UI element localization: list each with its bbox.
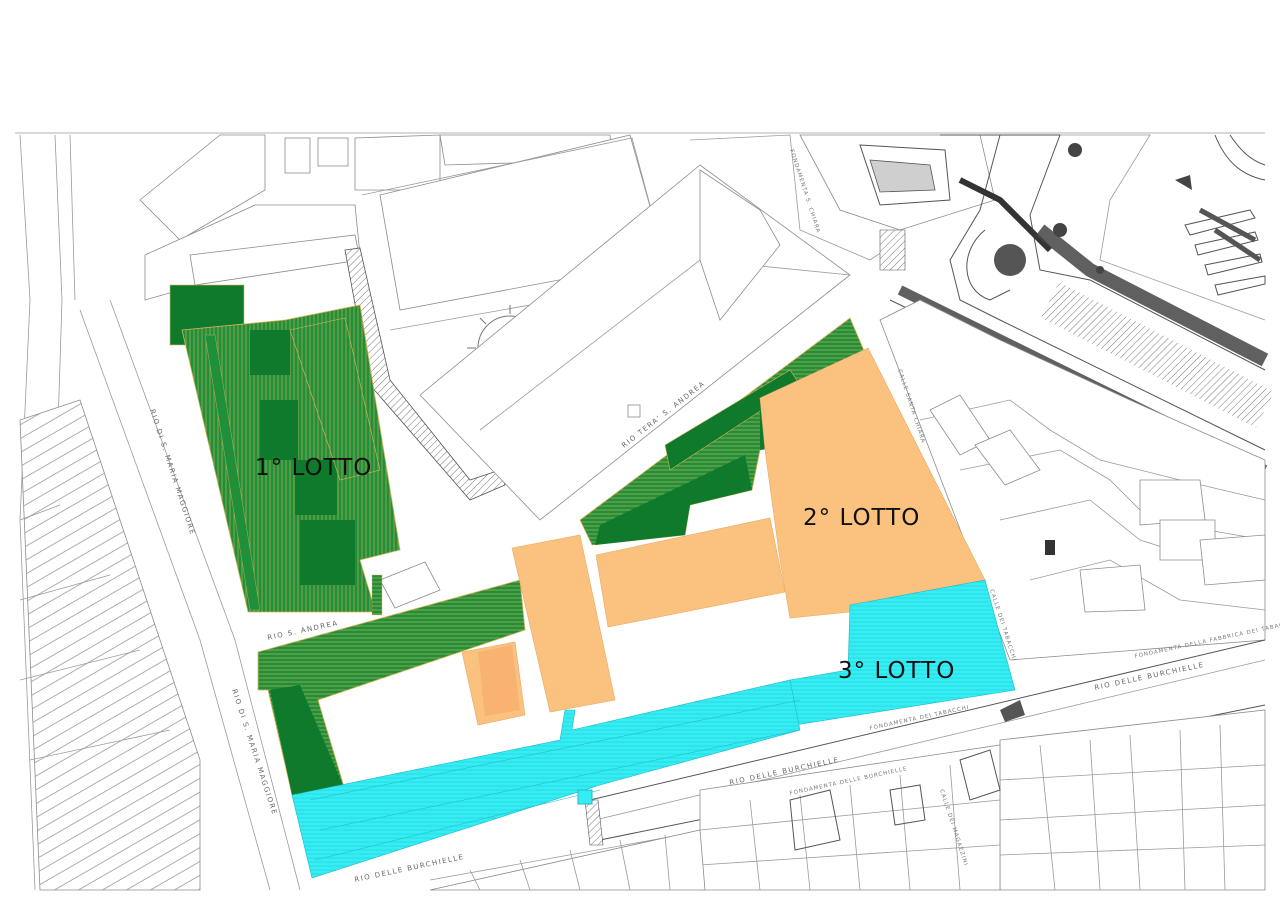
lotto-2-label: 2° LOTTO <box>803 505 920 531</box>
street-label-rio-santa-maria-maggiore-south: RIO DI S. MARIA MAGGIORE <box>230 688 279 816</box>
lotto-2-area <box>461 347 986 726</box>
bus-bays <box>1184 207 1266 296</box>
lotto-3-label: 3° LOTTO <box>838 658 955 684</box>
lotto-1-area <box>169 284 526 796</box>
background-linework <box>15 132 1275 891</box>
lotto-3-area <box>291 579 1016 879</box>
lotto-1-label: 1° LOTTO <box>255 455 372 481</box>
